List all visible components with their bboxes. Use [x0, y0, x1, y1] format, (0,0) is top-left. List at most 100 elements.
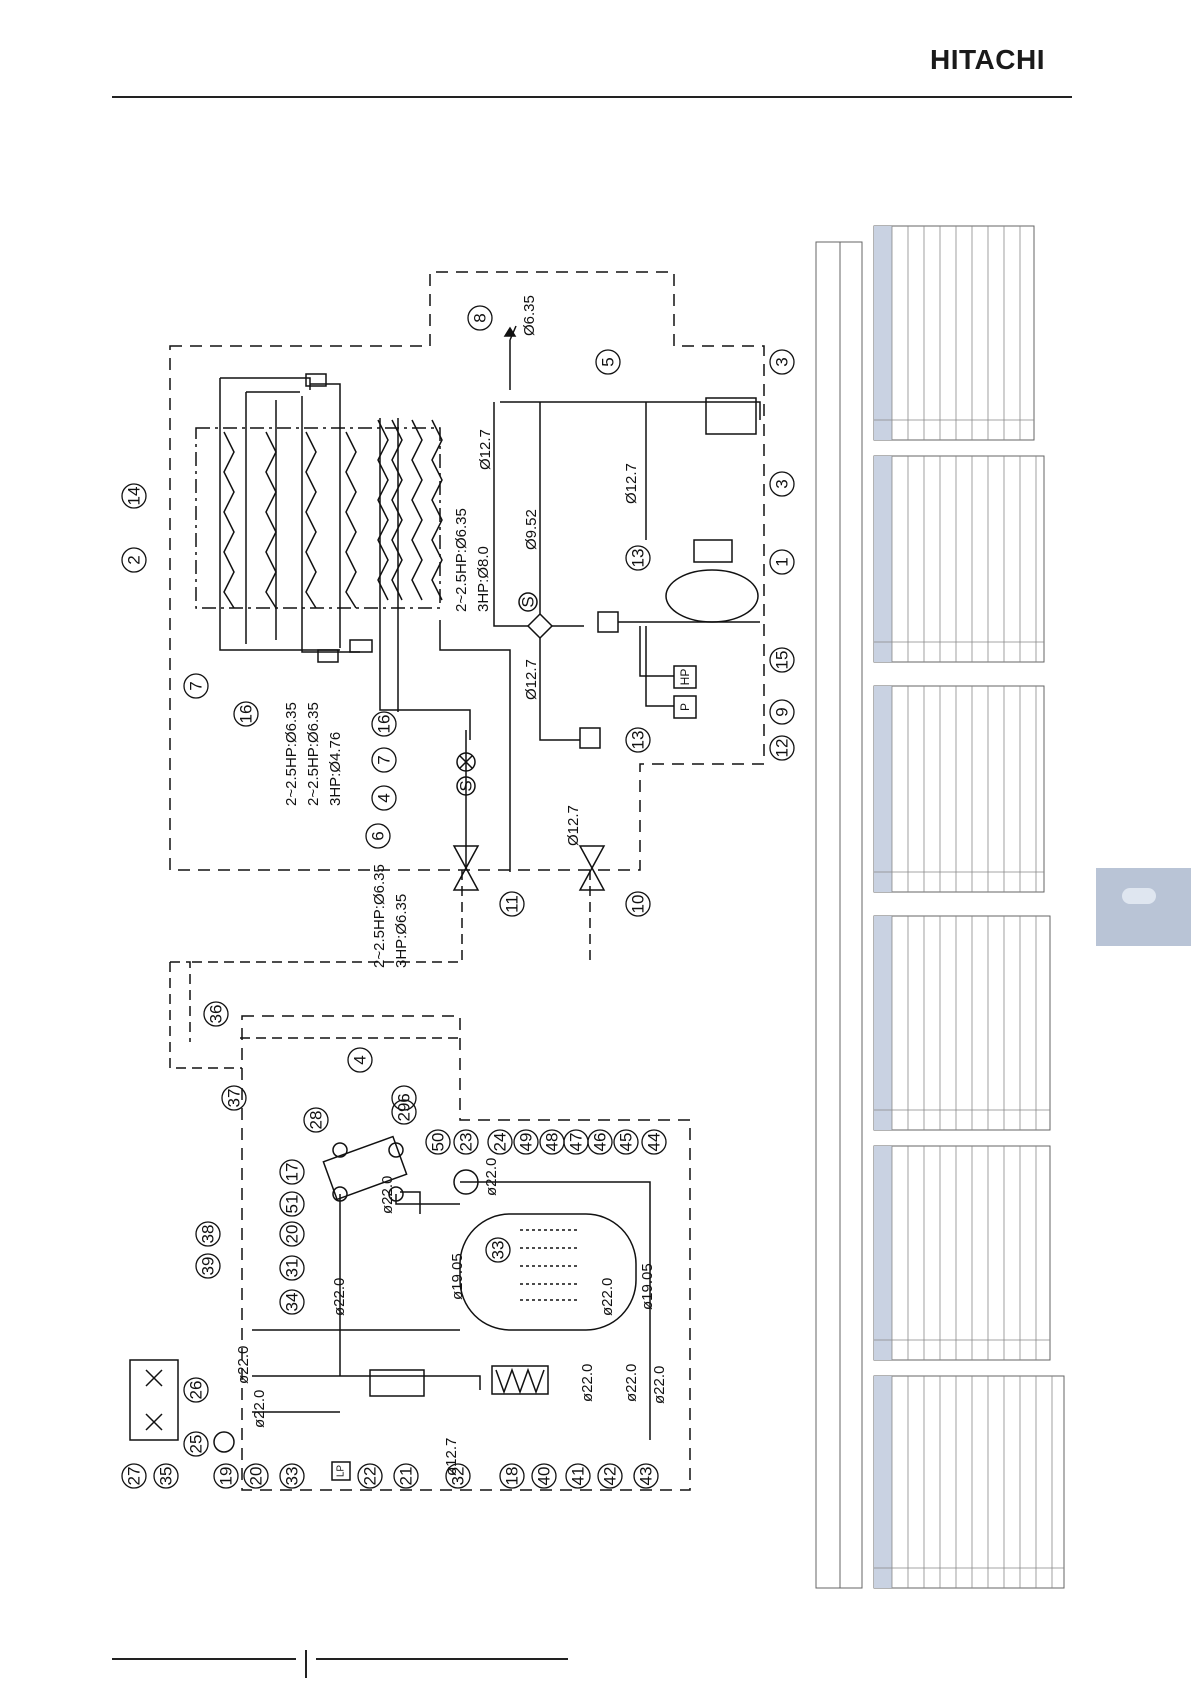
component-number: 44	[645, 1133, 664, 1152]
component-number: 9	[773, 707, 792, 716]
distributor	[349, 639, 373, 653]
component-number: 28	[307, 1111, 326, 1130]
pipe-label: Ø12.7	[565, 805, 582, 846]
component-number: 2	[125, 555, 144, 564]
pipe-label: 2~2.5HP:Ø6.35	[305, 702, 322, 806]
pipe-label: ø22.0	[235, 1346, 252, 1384]
component-number: 33	[283, 1467, 302, 1486]
component-number: 31	[283, 1259, 302, 1278]
component-number: 19	[217, 1467, 236, 1486]
pipe-label: ø22.0	[483, 1158, 500, 1196]
component-number: 37	[225, 1089, 244, 1108]
component-number: 34	[283, 1293, 302, 1312]
hx-coil	[411, 419, 423, 601]
pressure-gauge	[213, 1431, 235, 1453]
component-number: 48	[543, 1133, 562, 1152]
pipe-label: ø22.0	[579, 1364, 596, 1402]
pressure-sensor	[673, 695, 697, 719]
component-number: 22	[361, 1467, 380, 1486]
hx-coil	[223, 431, 235, 609]
field-piping	[169, 870, 591, 1069]
footer-rule	[316, 1658, 568, 1660]
pipe-label: ø22.0	[651, 1366, 668, 1404]
component-number: 46	[591, 1133, 610, 1152]
outdoor-unit-boundary	[169, 271, 765, 871]
component-number: 27	[125, 1467, 144, 1486]
pipe-label: Ø12.7	[523, 659, 540, 700]
distributor	[317, 649, 339, 663]
lp-switch-symbol: LP	[336, 1465, 347, 1478]
pipe-label: ø22.0	[331, 1278, 348, 1316]
component-number-callouts	[121, 305, 795, 1489]
component-number: 42	[601, 1467, 620, 1486]
legend-table	[815, 225, 1065, 1589]
pipe-label: ø22.0	[379, 1176, 396, 1214]
component-number: 38	[199, 1225, 218, 1244]
four-way-valve	[526, 612, 554, 640]
component-number: 40	[535, 1467, 554, 1486]
component-number: 5	[599, 357, 618, 366]
stop-valve	[578, 845, 606, 891]
component-number: 47	[567, 1133, 586, 1152]
lp-switch	[331, 1461, 351, 1481]
component-number: 21	[397, 1467, 416, 1486]
component-number: 50	[429, 1133, 448, 1152]
hx-coil	[377, 419, 389, 601]
component-number: 43	[637, 1467, 656, 1486]
indoor-unit-boundary	[241, 1015, 691, 1491]
section-tab[interactable]	[1096, 868, 1191, 946]
hx-coil	[431, 419, 443, 601]
component-number: 29	[395, 1103, 414, 1122]
component-number: 7	[187, 681, 206, 690]
dhw-tank	[459, 1213, 637, 1331]
component-number: 13	[629, 549, 648, 568]
outdoor-heat-exchanger-frame	[195, 427, 441, 609]
component-number: 18	[503, 1467, 522, 1486]
component-number: 36	[207, 1005, 226, 1024]
pipe-label: ø19.05	[639, 1263, 656, 1310]
component-number: 24	[491, 1133, 510, 1152]
strainer	[597, 611, 619, 633]
component-number: 26	[187, 1381, 206, 1400]
strainer	[579, 727, 601, 749]
pipe-label: Ø6.35	[521, 295, 538, 336]
pipe-label: 2~2.5HP:Ø6.35	[453, 508, 470, 612]
expansion-vessel	[369, 1369, 425, 1397]
pressure-switch-hp	[673, 665, 697, 689]
component-number: 39	[199, 1257, 218, 1276]
component-number: 8	[471, 313, 490, 322]
component-number: 45	[617, 1133, 636, 1152]
component-number: 3	[773, 479, 792, 488]
component-number: 7	[375, 755, 394, 764]
component-number: 33	[489, 1241, 508, 1260]
component-number: 16	[237, 705, 256, 724]
pipe-label: ø22.0	[599, 1278, 616, 1316]
hx-coil	[345, 431, 357, 609]
pipe-label: 2~2.5HP:Ø6.35	[283, 702, 300, 806]
hp-switch-symbol: HP	[678, 669, 692, 686]
component-number: 12	[773, 739, 792, 758]
compressor	[665, 569, 759, 623]
pipe-label: ø12.7	[443, 1438, 460, 1476]
component-number: 6	[369, 831, 388, 840]
component-number: 20	[247, 1467, 266, 1486]
hx-coil	[305, 431, 317, 609]
component-number: 17	[283, 1163, 302, 1182]
footer-rule	[112, 1658, 296, 1660]
accumulator	[705, 397, 757, 435]
component-number: 32	[449, 1467, 468, 1486]
pipe-label: 3HP:Ø4.76	[327, 732, 344, 806]
component-number: 35	[157, 1467, 176, 1486]
pipe-label: 3HP:Ø8.0	[475, 546, 492, 612]
hx-coil	[265, 431, 277, 609]
pipe-label: 3HP:Ø6.35	[393, 894, 410, 968]
component-number: 4	[375, 793, 394, 802]
component-number: 13	[629, 731, 648, 750]
component-number: 20	[283, 1225, 302, 1244]
footer-divider	[305, 1650, 307, 1678]
component-number: 14	[125, 487, 144, 506]
component-number: 16	[375, 715, 394, 734]
pipe-label: ø22.0	[623, 1364, 640, 1402]
component-number: 23	[457, 1133, 476, 1152]
